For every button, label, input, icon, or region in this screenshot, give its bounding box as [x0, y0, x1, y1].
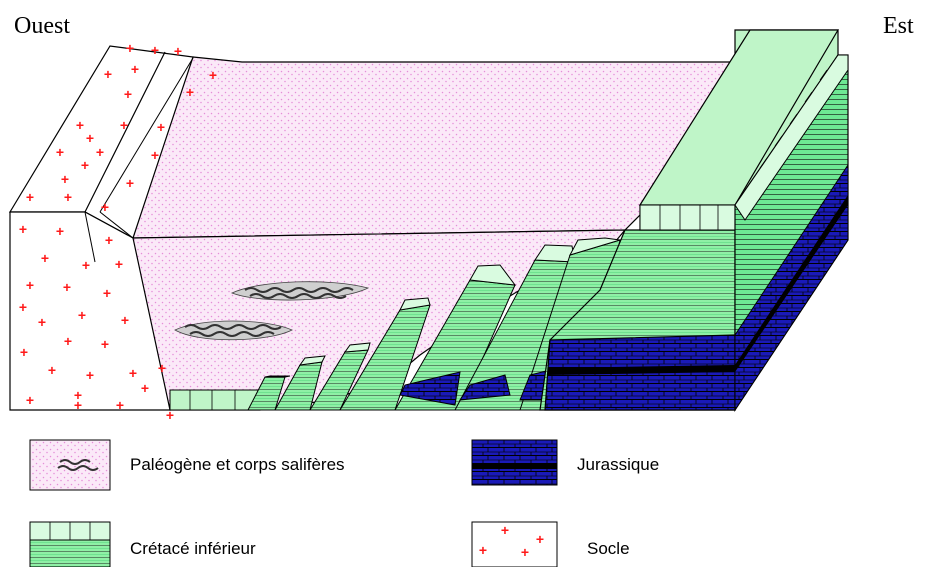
legend-label-socle: Socle: [587, 539, 630, 558]
svg-text:+: +: [104, 66, 112, 82]
svg-text:+: +: [151, 42, 159, 58]
svg-text:+: +: [64, 189, 72, 205]
svg-text:+: +: [26, 392, 34, 408]
legend: Paléogène et corps salifères Jurassique …: [29, 439, 659, 567]
svg-text:+: +: [209, 67, 217, 83]
svg-text:+: +: [120, 117, 128, 133]
svg-text:+: +: [86, 367, 94, 383]
svg-text:+: +: [174, 43, 182, 59]
block-body: +++ +++ +++ +++ +++ +++ +++ +++ +++ +++ …: [8, 29, 849, 423]
legend-label-jurassique: Jurassique: [577, 455, 659, 474]
legend-swatch-paleogene: [29, 439, 111, 491]
legend-label-cretace: Crétacé inférieur: [130, 539, 256, 558]
svg-text:+: +: [479, 542, 487, 558]
svg-text:+: +: [131, 61, 139, 77]
legend-swatch-jurassique: [471, 439, 558, 486]
svg-text:+: +: [74, 397, 82, 413]
svg-text:+: +: [61, 171, 69, 187]
svg-text:+: +: [186, 84, 194, 100]
svg-text:+: +: [115, 256, 123, 272]
svg-text:+: +: [141, 380, 149, 396]
legend-item-jurassique: Jurassique: [471, 439, 659, 486]
west-label: Ouest: [14, 13, 70, 39]
socle-block: +++ +++ +++ +++ +++ +++ +++ +++ +++ +++ …: [8, 40, 217, 423]
svg-text:+: +: [124, 86, 132, 102]
svg-text:+: +: [96, 144, 104, 160]
svg-text:+: +: [157, 119, 165, 135]
svg-text:+: +: [41, 250, 49, 266]
svg-text:+: +: [126, 40, 134, 56]
svg-text:+: +: [158, 360, 166, 376]
svg-text:+: +: [501, 522, 509, 538]
svg-text:+: +: [78, 307, 86, 323]
legend-item-socle: + + + + Socle: [471, 521, 630, 567]
svg-text:+: +: [56, 223, 64, 239]
svg-text:+: +: [86, 130, 94, 146]
svg-text:+: +: [116, 397, 124, 413]
svg-text:+: +: [63, 279, 71, 295]
svg-text:+: +: [103, 285, 111, 301]
svg-text:+: +: [105, 232, 113, 248]
svg-text:+: +: [101, 336, 109, 352]
socle-front-face: [9, 211, 171, 411]
svg-text:+: +: [64, 333, 72, 349]
svg-text:+: +: [126, 175, 134, 191]
svg-text:+: +: [19, 299, 27, 315]
east-label: Est: [883, 13, 914, 39]
svg-text:+: +: [38, 314, 46, 330]
svg-text:+: +: [48, 362, 56, 378]
svg-text:+: +: [56, 144, 64, 160]
svg-text:+: +: [521, 544, 529, 560]
legend-item-cretace: Crétacé inférieur: [29, 521, 256, 567]
svg-text:+: +: [121, 312, 129, 328]
svg-text:+: +: [76, 117, 84, 133]
svg-text:+: +: [20, 344, 28, 360]
svg-text:+: +: [151, 147, 159, 163]
svg-text:+: +: [101, 199, 109, 215]
svg-text:+: +: [26, 277, 34, 293]
svg-text:+: +: [129, 365, 137, 381]
cretace-base-strip: [169, 389, 261, 411]
svg-text:+: +: [82, 257, 90, 273]
svg-text:+: +: [19, 221, 27, 237]
svg-text:+: +: [166, 407, 174, 423]
svg-text:+: +: [26, 189, 34, 205]
legend-item-paleogene: Paléogène et corps salifères: [29, 439, 345, 491]
svg-text:+: +: [536, 531, 544, 547]
legend-label-paleogene: Paléogène et corps salifères: [130, 455, 345, 474]
svg-text:+: +: [74, 387, 82, 403]
salt-bodies: [174, 281, 370, 341]
legend-swatch-socle: [471, 521, 558, 567]
svg-text:+: +: [81, 157, 89, 173]
